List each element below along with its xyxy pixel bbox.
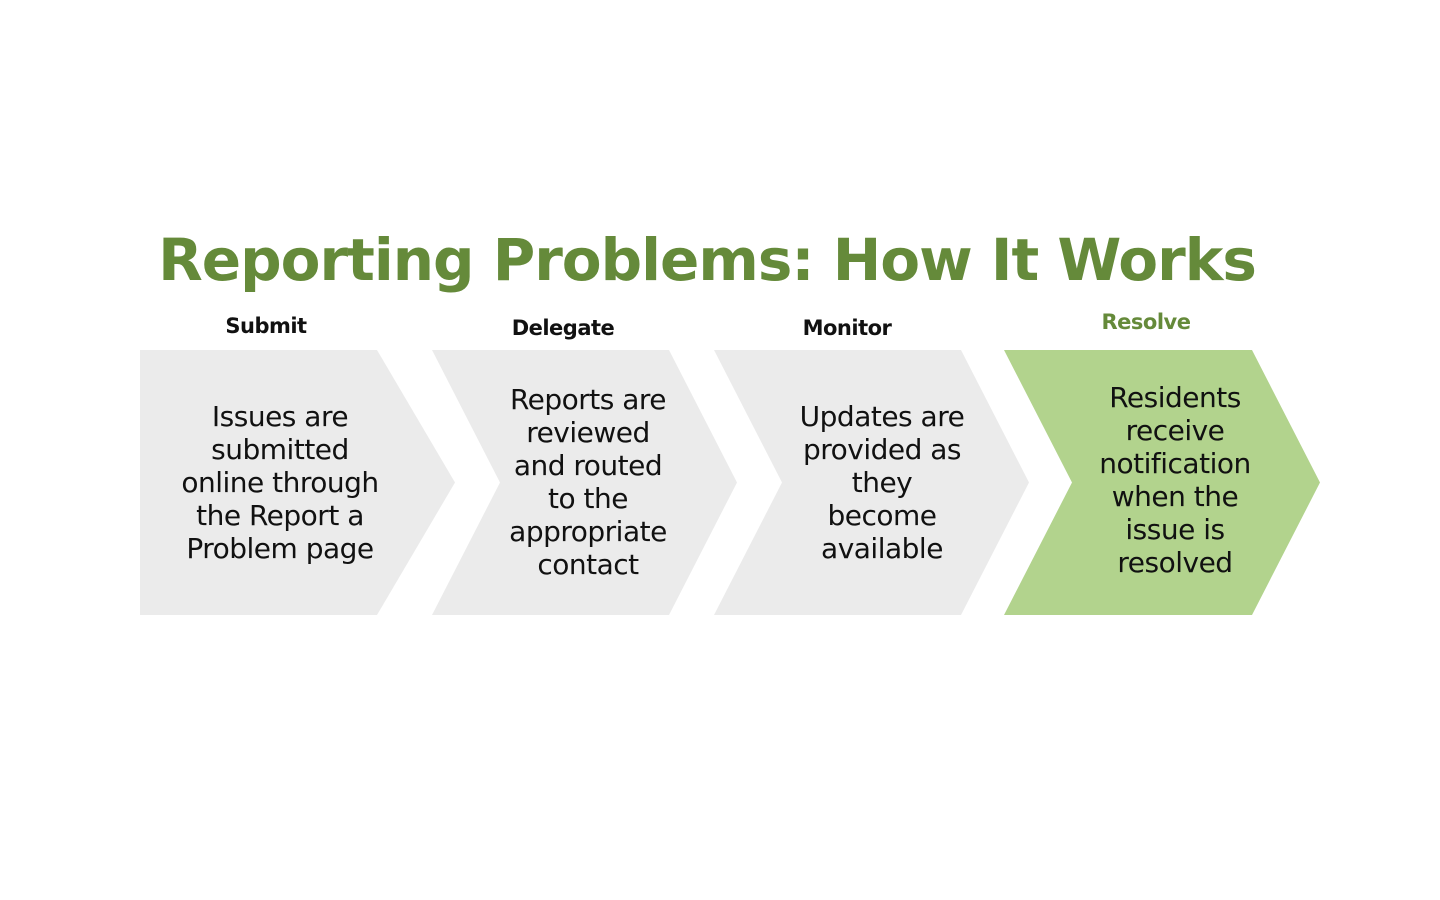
text-line: Issues are [211,399,349,433]
text-line: reviewed [526,416,650,449]
text-line: Reports are [509,383,667,416]
text-line: they [851,465,913,499]
page-title: Reporting Problems: How It Works [158,226,1257,294]
text-line: provided as [802,432,962,466]
step-label-monitor: Monitor [802,316,892,340]
text-line: resolved [1117,546,1233,579]
step-label-delegate: Delegate [511,316,615,340]
text-line: and routed [513,449,663,482]
step-label-resolve: Resolve [1101,310,1191,334]
step-text-submit: Issues are submitted online through the … [160,372,400,592]
text-line: online through [181,465,379,499]
text-line: receive [1125,414,1225,447]
step-label-submit: Submit [225,314,307,338]
chevron-submit [140,350,455,615]
text-line: contact [537,548,639,581]
text-line: issue is [1125,513,1225,546]
text-line: appropriate [509,515,667,548]
text-line: Residents [1109,381,1241,414]
step-text-monitor: Updates are provided as they become avai… [777,372,987,592]
step-text-delegate: Reports are reviewed and routed to the a… [483,372,693,592]
text-line: the Report a [196,498,364,532]
text-line: to the [548,482,628,515]
text-line: Updates are [799,399,965,433]
text-line: become [827,498,937,532]
step-text-resolve: Residents receive notification when the … [1072,370,1278,590]
text-line: Problem page [186,531,374,565]
text-line: available [821,531,943,565]
text-line: when the [1111,480,1239,513]
text-line: notification [1099,447,1251,480]
text-line: submitted [211,432,349,466]
